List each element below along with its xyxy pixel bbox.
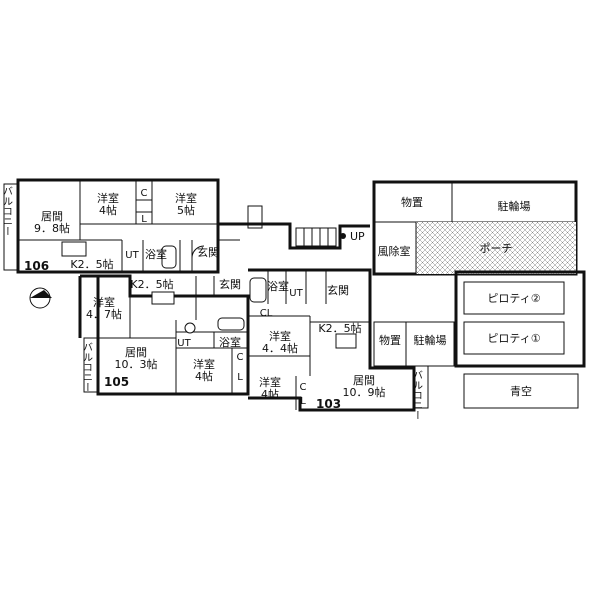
- bath-103-label: 浴室: [267, 279, 289, 293]
- western-103-b-label: 洋室: [259, 375, 281, 389]
- western-103-a-label: 洋室: [269, 329, 291, 343]
- closet-106-c: C: [141, 188, 148, 199]
- toilet-icon: [184, 322, 196, 334]
- stair-icon: [295, 227, 337, 247]
- ut-103-label: UT: [289, 288, 303, 299]
- living-106-label: 居間: [41, 210, 63, 223]
- bathtub-icon: [249, 277, 267, 303]
- ut-106-label: UT: [125, 250, 139, 261]
- closet-103-l: L: [300, 396, 306, 407]
- common-block: [372, 180, 586, 409]
- open-sky-label: 青空: [510, 384, 532, 398]
- door-swing-icon: [191, 245, 205, 259]
- corridor: [218, 205, 370, 250]
- unit-106-outline: [16, 178, 220, 274]
- bathtub-icon: [217, 317, 245, 331]
- unit-103-number: 103: [316, 397, 341, 411]
- entrance-105-label: 玄関: [219, 277, 241, 291]
- sink-icon: [151, 291, 175, 305]
- closet-103-c: C: [300, 382, 307, 393]
- western-103-a-size: 4．4帖: [262, 342, 298, 355]
- balcony-105-label: バルコニー: [81, 342, 93, 392]
- balcony-103-label: バルコニー: [411, 370, 423, 420]
- unit-105-outline: [80, 274, 250, 396]
- western-105-b-size: 4帖: [195, 370, 213, 383]
- unit-106-number: 106: [24, 259, 49, 273]
- unit-105: [78, 274, 250, 396]
- living-103-label: 居間: [353, 374, 375, 387]
- north-arrow-icon: [29, 287, 52, 309]
- living-103-size: 10．9帖: [343, 386, 386, 399]
- porch-area: [416, 222, 576, 274]
- bath-105-label: 浴室: [219, 335, 241, 349]
- kitchen-105-label: K2．5帖: [130, 278, 173, 291]
- closet-105-l: L: [237, 372, 243, 383]
- closet-106-l: L: [141, 214, 147, 225]
- piloti-2-label: ピロティ②: [487, 292, 540, 305]
- closet-105-c: C: [237, 352, 244, 363]
- western-106-a-label: 洋室: [97, 191, 119, 205]
- storage-bike-lower: [373, 321, 455, 367]
- western-106-b-size: 5帖: [177, 204, 195, 217]
- western-103-b-size: 4帖: [261, 388, 279, 401]
- up-dot-icon: [340, 233, 346, 239]
- unit-105-number: 105: [104, 375, 129, 389]
- up-label: UP: [350, 230, 365, 243]
- entrance-103-label: 玄関: [327, 283, 349, 297]
- storage-lower-label: 物置: [379, 333, 401, 347]
- balcony-106-label: バルコニー: [1, 186, 13, 236]
- storage-top-label: 物置: [401, 195, 423, 209]
- western-106-a-size: 4帖: [99, 204, 117, 217]
- western-106-b-label: 洋室: [175, 191, 197, 205]
- kitchen-103-label: K2．5帖: [318, 322, 361, 335]
- ut-105-label: UT: [177, 338, 191, 349]
- western-105-b-label: 洋室: [193, 357, 215, 371]
- bicycle-top-label: 駐輪場: [498, 199, 531, 213]
- open-sky-box: [463, 373, 579, 409]
- entrance-106-label: 玄関: [197, 245, 219, 259]
- bathtub-icon: [161, 245, 177, 269]
- living-105-label: 居間: [125, 346, 147, 359]
- closet-103-cl: CL: [260, 308, 273, 319]
- western-105-a-size: 4．7帖: [86, 308, 122, 321]
- sink-icon: [61, 241, 87, 257]
- porch-label: ポーチ: [480, 242, 513, 255]
- bicycle-lower-label: 駐輪場: [414, 333, 447, 347]
- western-105-a-label: 洋室: [93, 295, 115, 309]
- unit-106: [3, 178, 220, 274]
- piloti-block: [454, 270, 586, 368]
- sink-icon: [335, 333, 357, 349]
- bath-106-label: 浴室: [145, 247, 167, 261]
- unit-103-outline: [248, 268, 416, 412]
- unit-103: [248, 268, 429, 412]
- living-105-size: 10．3帖: [115, 358, 158, 371]
- windbreak-label: 風除室: [378, 244, 411, 258]
- kitchen-106-label: K2．5帖: [70, 258, 113, 271]
- living-106-size: 9．8帖: [34, 222, 70, 235]
- piloti-1-label: ピロティ①: [487, 332, 540, 345]
